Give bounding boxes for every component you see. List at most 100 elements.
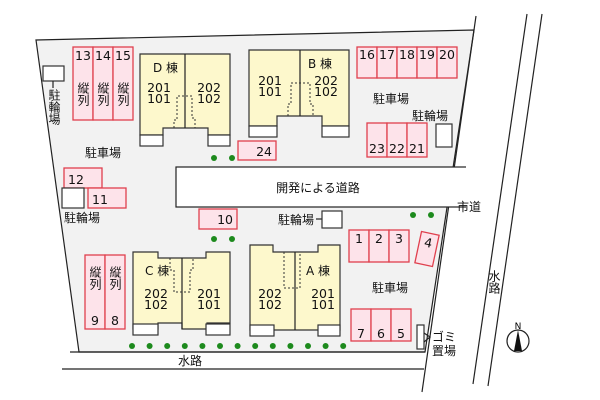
lot-24: [237, 140, 277, 161]
tree-dot: [234, 343, 241, 349]
building-a-name: A 棟: [306, 263, 330, 278]
tandem-label: 縦列: [116, 82, 130, 106]
tandem-label: 縦列: [76, 82, 90, 106]
lot-1: 1: [355, 231, 363, 246]
lot-21: 21: [409, 141, 425, 156]
unit-101: 101: [147, 91, 171, 106]
lot-23: 23: [369, 141, 385, 156]
tree-dot: [229, 155, 235, 161]
parking-lots-16-20: 16 17 18 19 20: [356, 46, 458, 79]
bike-parking-box: [42, 65, 65, 82]
tree-dot: [322, 343, 329, 349]
lot-18: 18: [399, 47, 415, 62]
lot-4: 4: [423, 234, 434, 250]
bike-parking-label: 駐輪場: [278, 212, 314, 227]
trees: [129, 155, 434, 349]
tree-dot: [181, 343, 188, 349]
lot-16: 16: [359, 47, 375, 62]
lot-12-label: 12: [68, 172, 84, 187]
building-a: A 棟 202 102 201 101: [249, 244, 341, 337]
tree-dot: [305, 343, 311, 349]
unit-201: 201: [311, 286, 335, 301]
unit-102: 102: [197, 91, 221, 106]
bike-parking-label: 駐輪場: [412, 108, 448, 123]
bike-parking-box: [435, 123, 453, 148]
bike-parking-box: [61, 187, 85, 209]
tandem-label: 縦列: [96, 82, 110, 106]
lot-19: 19: [419, 47, 435, 62]
parking-label-west: 駐車場: [85, 145, 121, 160]
unit-201: 201: [147, 80, 171, 95]
waterway-label-east: 水路: [487, 270, 501, 295]
parking-lots-1-4: 1 2 3 4: [348, 229, 440, 268]
north-arrow-icon: N: [506, 322, 530, 353]
unit-201: 201: [197, 286, 221, 301]
canal-line-2: [487, 13, 543, 387]
tree-dot: [287, 343, 294, 349]
tree-dot: [217, 343, 223, 349]
building-b-name: B 棟: [308, 56, 332, 71]
lot-10: [198, 208, 238, 230]
lot-17: 17: [379, 47, 395, 62]
tree-dot: [410, 212, 416, 218]
lot-7: 7: [357, 326, 365, 341]
lot-3: 3: [395, 231, 403, 246]
unit-101: 101: [311, 297, 335, 312]
development-road-label: 開発による道路: [276, 180, 360, 195]
parking-label-northeast: 駐車場: [373, 91, 409, 106]
lot-2: 2: [375, 231, 383, 246]
bike-parking-box: [321, 210, 343, 229]
parking-lots-5-7: 7 6 5: [350, 308, 412, 342]
lot-20: 20: [439, 47, 455, 62]
lot-13: 13: [75, 48, 91, 63]
unit-101: 101: [258, 84, 282, 99]
tree-dot: [252, 343, 259, 349]
canal-line-1: [472, 13, 528, 385]
parking-label-east: 駐車場: [372, 280, 408, 295]
lot-10-label: 10: [217, 212, 233, 227]
tree-dot: [340, 343, 347, 349]
city-road-label: 市道: [457, 199, 481, 214]
tree-dot: [211, 155, 217, 161]
garbage-box: [416, 324, 425, 350]
tandem-labels: 縦列 縦列 縦列: [76, 82, 130, 106]
lot-11-label: 11: [92, 192, 108, 207]
building-c-name: C 棟: [145, 263, 169, 278]
waterway-label-south: 水路: [178, 353, 202, 368]
unit-202: 202: [258, 286, 282, 301]
building-d: D 棟 201 101 202 102: [139, 53, 231, 147]
unit-101: 101: [197, 297, 221, 312]
unit-102: 102: [314, 84, 338, 99]
parking-lots-21-23: 23 22 21: [366, 122, 428, 158]
unit-202: 202: [197, 80, 221, 95]
lot-22: 22: [389, 141, 405, 156]
unit-201: 201: [258, 73, 282, 88]
unit-102: 102: [144, 297, 168, 312]
unit-202: 202: [314, 73, 338, 88]
building-b: B 棟 201 101 202 102: [248, 49, 350, 138]
tree-dot: [211, 236, 217, 242]
parking-lots-8-9: 縦列 縦列 9 8: [84, 254, 126, 330]
tree-dot: [164, 343, 171, 349]
garbage-label-2: 置場: [432, 344, 456, 358]
lot-24-label: 24: [256, 144, 272, 159]
lot-9: 9: [91, 313, 99, 328]
lot-11: [87, 187, 127, 209]
tree-dot: [229, 236, 235, 242]
unit-102: 102: [258, 297, 282, 312]
tree-dot: [269, 343, 276, 349]
tandem-label: 縦列: [88, 266, 102, 290]
building-c: C 棟 202 102 201 101: [132, 251, 231, 336]
unit-202: 202: [144, 286, 168, 301]
tree-dot: [199, 343, 206, 349]
bike-parking-label: 駐輪場: [64, 210, 100, 225]
lot-6: 6: [377, 326, 385, 341]
lot-15: 15: [115, 48, 131, 63]
tree-dot: [428, 212, 434, 218]
garbage-label-1: ゴミ: [432, 329, 456, 344]
tandem-label: 縦列: [108, 266, 122, 290]
bike-parking-label: 駐輪場: [47, 88, 61, 126]
building-d-name: D 棟: [153, 60, 178, 75]
tree-dot: [129, 343, 135, 349]
